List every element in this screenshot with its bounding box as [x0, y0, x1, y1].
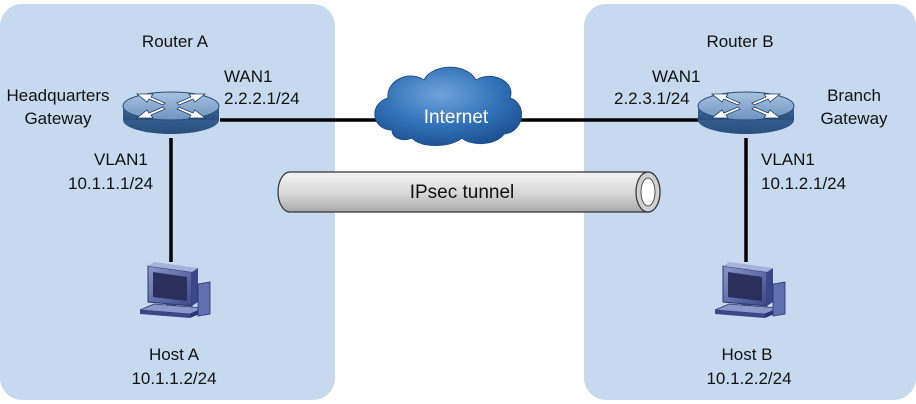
internet-cloud-icon	[374, 66, 522, 146]
host-a-ip: 10.1.1.2/24	[131, 369, 216, 388]
internet-label: Internet	[424, 107, 489, 128]
router-b-icon	[697, 91, 795, 135]
router-a-vlan-name: VLAN1	[94, 150, 148, 169]
tunnel-label: IPsec tunnel	[410, 182, 515, 203]
router-a-wan-ip: 2.2.2.1/24	[224, 89, 300, 108]
router-a-wan-name: WAN1	[224, 67, 273, 86]
router-b-vlan-name: VLAN1	[761, 150, 815, 169]
router-a-icon	[122, 91, 220, 135]
router-a-vlan-ip: 10.1.1.1/24	[68, 174, 153, 193]
ipsec-tunnel-icon	[277, 171, 661, 213]
router-b-gateway-line1: Branch	[827, 86, 881, 105]
router-b-vlan-ip: 10.1.2.1/24	[761, 174, 846, 193]
site-b-zone	[584, 4, 916, 400]
router-b-title: Router B	[706, 32, 773, 51]
host-b-ip: 10.1.2.2/24	[706, 369, 791, 388]
host-a-name: Host A	[149, 345, 200, 364]
router-b-wan-name: WAN1	[652, 67, 701, 86]
router-a-title: Router A	[142, 32, 209, 51]
router-b-wan-ip: 2.2.3.1/24	[614, 89, 690, 108]
router-a-gateway-line1: Headquarters	[6, 86, 109, 105]
host-b-name: Host B	[721, 345, 772, 364]
router-b-gateway-line2: Gateway	[820, 109, 888, 128]
router-a-gateway-line2: Gateway	[24, 109, 92, 128]
site-a-zone	[0, 4, 335, 400]
